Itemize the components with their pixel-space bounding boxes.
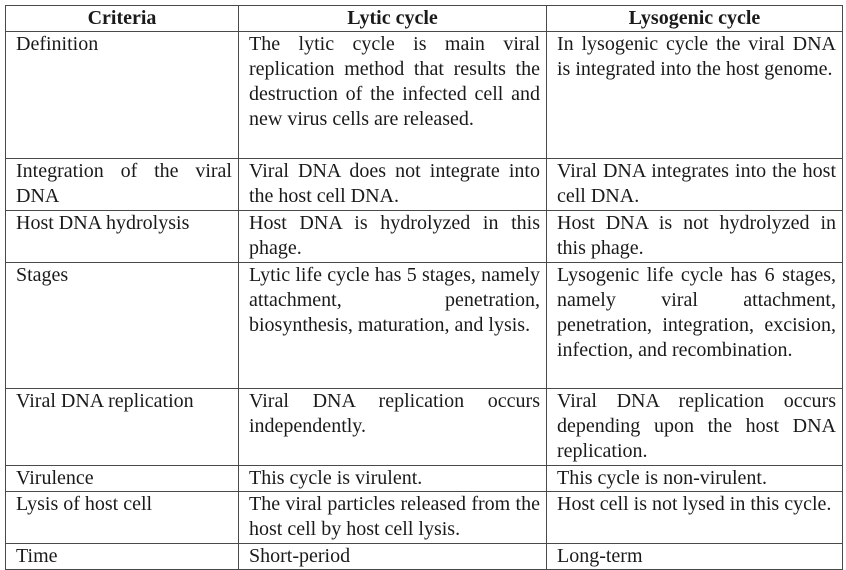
comparison-table: Criteria Lytic cycle Lysogenic cycle Def… (5, 5, 843, 570)
cell-lysogenic: In lysogenic cycle the viral DNA is inte… (546, 31, 843, 159)
cell-lytic: Lytic life cycle has 5 stages, namely at… (238, 262, 547, 389)
cell-criteria: Virulence (5, 465, 239, 492)
cell-lytic: Viral DNA does not integrate into the ho… (238, 158, 547, 211)
cell-lysogenic: Lysogenic life cycle has 6 stages, namel… (546, 262, 843, 389)
cell-lytic: Viral DNA replication occurs independent… (238, 388, 547, 466)
cell-criteria: Viral DNA replication (5, 388, 239, 466)
cell-lytic: The lytic cycle is main viral replicatio… (238, 31, 547, 159)
cell-criteria: Host DNA hydrolysis (5, 210, 239, 263)
table-row-host-dna-hydrolysis: Host DNA hydrolysis Host DNA is hydrolyz… (5, 210, 843, 263)
cell-lytic: The viral particles released from the ho… (238, 491, 547, 544)
header-criteria: Criteria (5, 5, 239, 32)
cell-criteria: Definition (5, 31, 239, 159)
header-row: Criteria Lytic cycle Lysogenic cycle (5, 5, 843, 32)
cell-lytic: Host DNA is hydrolyzed in this phage. (238, 210, 547, 263)
table-row-integration: Integration of the viral DNA Viral DNA d… (5, 158, 843, 211)
header-lysogenic-cycle: Lysogenic cycle (546, 5, 843, 32)
cell-lysogenic: Host cell is not lysed in this cycle. (546, 491, 843, 544)
cell-lytic: Short-period (238, 543, 547, 570)
table-row-time: Time Short-period Long-term (5, 543, 843, 570)
cell-criteria: Lysis of host cell (5, 491, 239, 544)
cell-lysogenic: This cycle is non-virulent. (546, 465, 843, 492)
table-row-stages: Stages Lytic life cycle has 5 stages, na… (5, 262, 843, 389)
cell-lysogenic: Viral DNA integrates into the host cell … (546, 158, 843, 211)
table-row-definition: Definition The lytic cycle is main viral… (5, 31, 843, 159)
table-row-lysis-of-host-cell: Lysis of host cell The viral particles r… (5, 491, 843, 544)
cell-lysogenic: Long-term (546, 543, 843, 570)
cell-criteria: Stages (5, 262, 239, 389)
cell-criteria: Time (5, 543, 239, 570)
table-row-viral-dna-replication: Viral DNA replication Viral DNA replicat… (5, 388, 843, 466)
cell-criteria: Integration of the viral DNA (5, 158, 239, 211)
cell-lysogenic: Host DNA is not hydrolyzed in this phage… (546, 210, 843, 263)
header-lytic-cycle: Lytic cycle (238, 5, 547, 32)
cell-lysogenic: Viral DNA replication occurs depending u… (546, 388, 843, 466)
cell-lytic: This cycle is virulent. (238, 465, 547, 492)
table-row-virulence: Virulence This cycle is virulent. This c… (5, 465, 843, 492)
